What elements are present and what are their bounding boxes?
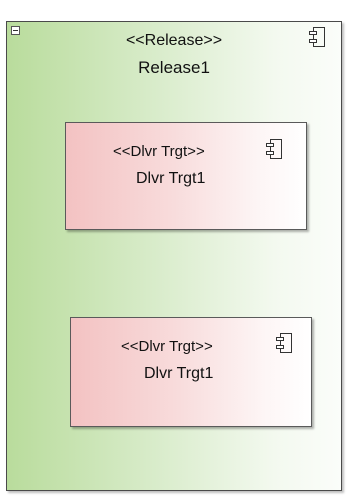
component-icon xyxy=(309,27,325,47)
release-stereotype: <<Release>> xyxy=(125,32,223,49)
component-icon xyxy=(266,139,282,159)
release-element[interactable]: <<Release>> Release1 <<Dlvr Trgt>> Dlvr … xyxy=(6,21,342,491)
component-icon xyxy=(276,333,292,353)
release-name: Release1 xyxy=(138,58,210,77)
target-name: Dlvr Trgt1 xyxy=(136,170,206,187)
target-stereotype: <<Dlvr Trgt>> xyxy=(113,143,205,160)
target-name: Dlvr Trgt1 xyxy=(144,365,214,382)
collapse-icon[interactable] xyxy=(11,26,20,35)
target-stereotype: <<Dlvr Trgt>> xyxy=(121,338,213,355)
delivery-target-1[interactable]: <<Dlvr Trgt>> Dlvr Trgt1 xyxy=(65,122,307,230)
delivery-target-2[interactable]: <<Dlvr Trgt>> Dlvr Trgt1 xyxy=(70,317,312,427)
